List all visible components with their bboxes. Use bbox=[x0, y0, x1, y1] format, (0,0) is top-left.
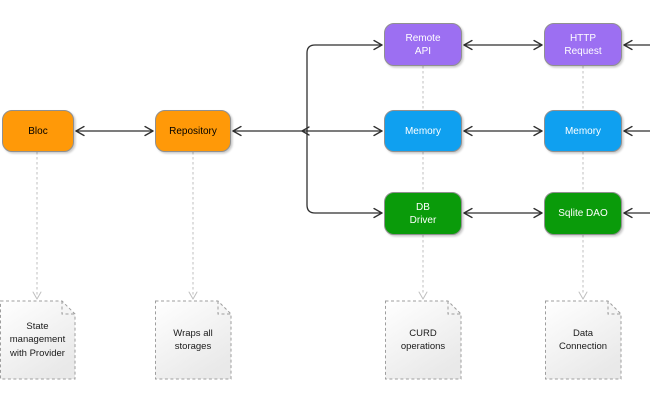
dashed-link-bloc-note bbox=[32, 152, 42, 300]
edge-db-driver-sqlite-dao bbox=[463, 207, 543, 219]
dashed-link-repository-note bbox=[188, 152, 198, 300]
node-repository: Repository bbox=[155, 110, 231, 152]
note-state-management-label: State management with Provider bbox=[9, 321, 66, 359]
node-sqlite-dao: Sqlite DAO bbox=[544, 192, 622, 235]
node-memory-left: Memory bbox=[384, 110, 462, 152]
note-shape-wraps-all-storages bbox=[155, 300, 232, 380]
edge-memory-memory bbox=[463, 125, 543, 137]
note-shape-data-connection bbox=[545, 300, 622, 380]
edge-offscreen-http-request bbox=[623, 39, 650, 51]
node-remote-api: Remote API bbox=[384, 23, 462, 66]
note-data-connection-label: Data Connection bbox=[558, 327, 608, 352]
note-shape-state-management bbox=[0, 300, 76, 380]
note-curd-operations-label: CURD operations bbox=[400, 327, 446, 352]
node-memory-right: Memory bbox=[544, 110, 622, 152]
edge-repository-branch bbox=[232, 39, 383, 219]
dashed-link-sqlite-dao-note bbox=[578, 235, 588, 300]
dashed-link-db-driver-note bbox=[418, 235, 428, 300]
note-wraps-all-storages-label: Wraps all storages bbox=[173, 327, 213, 352]
node-db-driver: DB Driver bbox=[384, 192, 462, 235]
edge-offscreen-sqlite-dao bbox=[623, 207, 650, 219]
edge-offscreen-memory bbox=[623, 125, 650, 137]
edge-bloc-repository bbox=[75, 125, 154, 137]
note-shape-curd-operations bbox=[385, 300, 462, 380]
node-bloc: Bloc bbox=[2, 110, 74, 152]
edge-remote-api-http-request bbox=[463, 39, 543, 51]
node-http-request: HTTP Request bbox=[544, 23, 622, 66]
